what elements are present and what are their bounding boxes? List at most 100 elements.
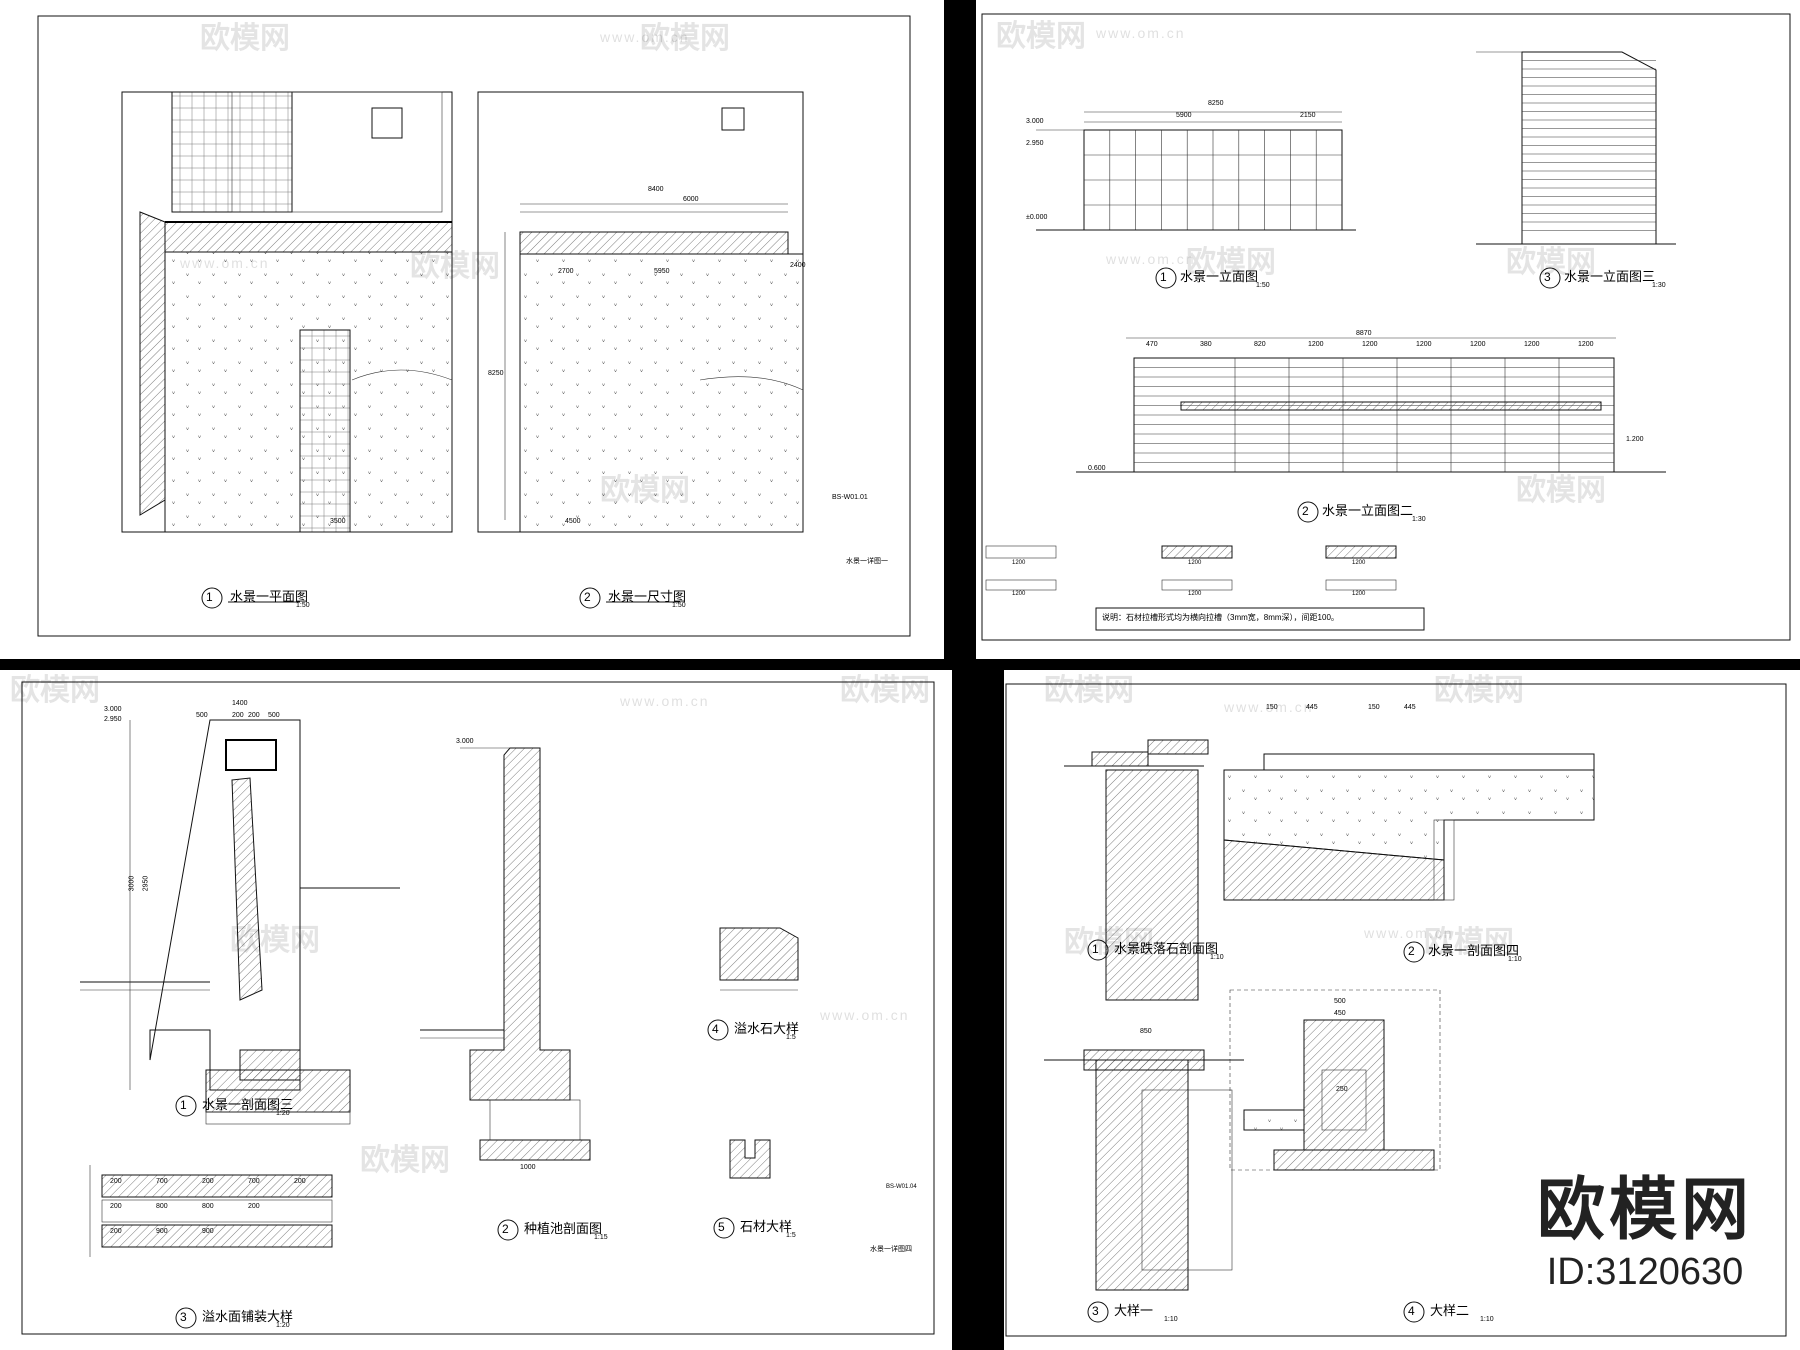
sheet-frame xyxy=(1005,683,1787,1337)
dimension-label: 2950 xyxy=(142,875,150,892)
view-2-title: 种植池剖面图 xyxy=(524,1221,603,1236)
dimension-label: 2700 xyxy=(558,268,574,275)
dimension-label: 8250 xyxy=(488,370,504,377)
paving-dimension: 200 xyxy=(248,1203,260,1210)
paving-dimension: 200 xyxy=(110,1228,122,1235)
dimension-label: 1200 xyxy=(1578,341,1594,348)
stone-dim: 1200 xyxy=(1188,560,1202,566)
view-3-scale: 1:10 xyxy=(1164,1316,1178,1323)
view-3-scale: 1:20 xyxy=(276,1322,290,1329)
sheet-frame xyxy=(981,13,1791,641)
view-4-title: 溢水石大样 xyxy=(734,1021,800,1036)
section-detail-1 xyxy=(1064,739,1209,1001)
paving-dimension: 700 xyxy=(156,1178,168,1185)
view-5-number: 5 xyxy=(718,1220,725,1234)
model-id: ID:3120630 xyxy=(1546,1251,1744,1293)
dimension-label: 450 xyxy=(1334,1010,1346,1017)
dimension-label: 200 xyxy=(232,712,244,719)
sheet-2-drawing: 欧模网 欧模网 欧模网 欧模网 www.om.cn www.om.cn xyxy=(981,13,1791,641)
sheet-3-drawing: 欧模网 欧模网 欧模网 欧模网 www.om.cn www.om.cn xyxy=(10,674,935,1335)
dimension-label: 5900 xyxy=(1176,112,1192,119)
dimension-label: 470 xyxy=(1146,341,1158,348)
dimension-label: 2400 xyxy=(790,262,806,269)
paving-dimension: 200 xyxy=(294,1178,306,1185)
svg-text:欧模网: 欧模网 xyxy=(360,1144,450,1177)
svg-text:欧模网: 欧模网 xyxy=(1064,926,1154,959)
svg-text:欧模网: 欧模网 xyxy=(640,22,730,55)
level-mark: 3.000 xyxy=(456,738,474,745)
view-2-title: 水景一尺寸图 xyxy=(608,589,687,604)
svg-text:欧模网: 欧模网 xyxy=(230,924,320,957)
drawing-sheet-4: 欧模网 欧模网 欧模网 欧模网 www.om.cn www.om.cn 1 水景… xyxy=(1004,670,1800,1350)
view-2-number: 2 xyxy=(1408,944,1415,958)
dimension-label: 8250 xyxy=(1208,100,1224,107)
drawing-sheet-2: 欧模网 欧模网 欧模网 欧模网 www.om.cn www.om.cn 1 水景… xyxy=(976,0,1800,659)
dimension-label: 5950 xyxy=(654,268,670,275)
svg-text:欧模网: 欧模网 xyxy=(410,250,500,283)
svg-text:www.om.cn: www.om.cn xyxy=(1105,251,1196,267)
stone-dim: 1200 xyxy=(1352,560,1366,566)
stone-dim: 1200 xyxy=(1012,560,1026,566)
svg-text:www.om.cn: www.om.cn xyxy=(1223,699,1314,715)
view-4-number: 4 xyxy=(712,1022,719,1036)
view-5-title: 石材大样 xyxy=(740,1219,793,1234)
drawing-code: BS-W01.01 xyxy=(832,494,868,501)
dimension-label: 1200 xyxy=(1524,341,1540,348)
view-1-scale: 1:50 xyxy=(1256,282,1270,289)
dimension-label: 2150 xyxy=(1300,112,1316,119)
detail-view-3 xyxy=(1044,1049,1244,1291)
svg-text:欧模网: 欧模网 xyxy=(1424,926,1514,959)
view-1-number: 1 xyxy=(1160,270,1167,284)
view-3-title: 水景一立面图三 xyxy=(1564,269,1656,284)
dimension-label: 6000 xyxy=(683,196,699,203)
view-1-scale: 1:10 xyxy=(1210,954,1224,961)
sheet-caption: 水景一详图四 xyxy=(870,1246,912,1253)
view-1-number: 1 xyxy=(206,590,213,604)
section-detail-2 xyxy=(1223,753,1595,901)
dimension-label: 1200 xyxy=(1308,341,1324,348)
view-2-title: 水景一剖面图四 xyxy=(1428,943,1520,958)
view-2-number: 2 xyxy=(584,590,591,604)
drawing-sheet-3: 欧模网 欧模网 欧模网 欧模网 www.om.cn www.om.cn 1 水景… xyxy=(0,670,952,1350)
paving-dimension: 900 xyxy=(156,1228,168,1235)
drawing-code: BS-W01.04 xyxy=(886,1184,917,1190)
dimension-label: 500 xyxy=(1334,998,1346,1005)
view-4-title: 大样二 xyxy=(1430,1303,1470,1318)
stone-dim: 1200 xyxy=(1012,591,1026,597)
view-4-number: 4 xyxy=(1408,1304,1415,1318)
dimension-label: 1200 xyxy=(1362,341,1378,348)
paving-detail-3 xyxy=(89,1165,333,1257)
svg-text:欧模网: 欧模网 xyxy=(996,20,1086,53)
view-2-number: 2 xyxy=(502,1222,509,1236)
section-view-2 xyxy=(420,747,591,1161)
sheet-4-drawing: 欧模网 欧模网 欧模网 欧模网 www.om.cn www.om.cn xyxy=(1005,674,1787,1337)
level-mark: ±0.000 xyxy=(1026,214,1048,221)
level-mark: 3.000 xyxy=(104,706,122,713)
stone-dim: 1200 xyxy=(1188,591,1202,597)
section-view-1 xyxy=(80,719,400,1125)
elevation-3 xyxy=(1476,51,1676,245)
view-1-title: 水景一立面图 xyxy=(1180,269,1259,284)
plan-view-1 xyxy=(121,91,453,533)
svg-text:www.om.cn: www.om.cn xyxy=(1095,25,1186,41)
view-1-scale: 1:50 xyxy=(296,602,310,609)
paving-dimension: 700 xyxy=(248,1178,260,1185)
paving-dimension: 800 xyxy=(156,1203,168,1210)
view-1-number: 1 xyxy=(180,1098,187,1112)
brand-logo: 欧模网 xyxy=(1536,1172,1753,1248)
dimension-label: 3500 xyxy=(330,518,346,525)
svg-text:www.om.cn: www.om.cn xyxy=(1363,925,1454,941)
view-2-scale: 1:15 xyxy=(594,1234,608,1241)
svg-text:欧模网: 欧模网 xyxy=(200,22,290,55)
view-3-number: 3 xyxy=(1544,270,1551,284)
sheet-frame xyxy=(37,15,911,637)
svg-text:欧模网: 欧模网 xyxy=(1186,246,1276,279)
dimension-label: 1200 xyxy=(1416,341,1432,348)
detail-view-4 xyxy=(1229,989,1441,1171)
level-mark: 1.200 xyxy=(1626,436,1644,443)
svg-text:欧模网: 欧模网 xyxy=(1044,674,1134,707)
view-4-scale: 1:5 xyxy=(786,1034,796,1041)
level-mark: 2.950 xyxy=(1026,140,1044,147)
view-1-scale: 1:20 xyxy=(276,1110,290,1117)
dimension-label: 4500 xyxy=(565,518,581,525)
